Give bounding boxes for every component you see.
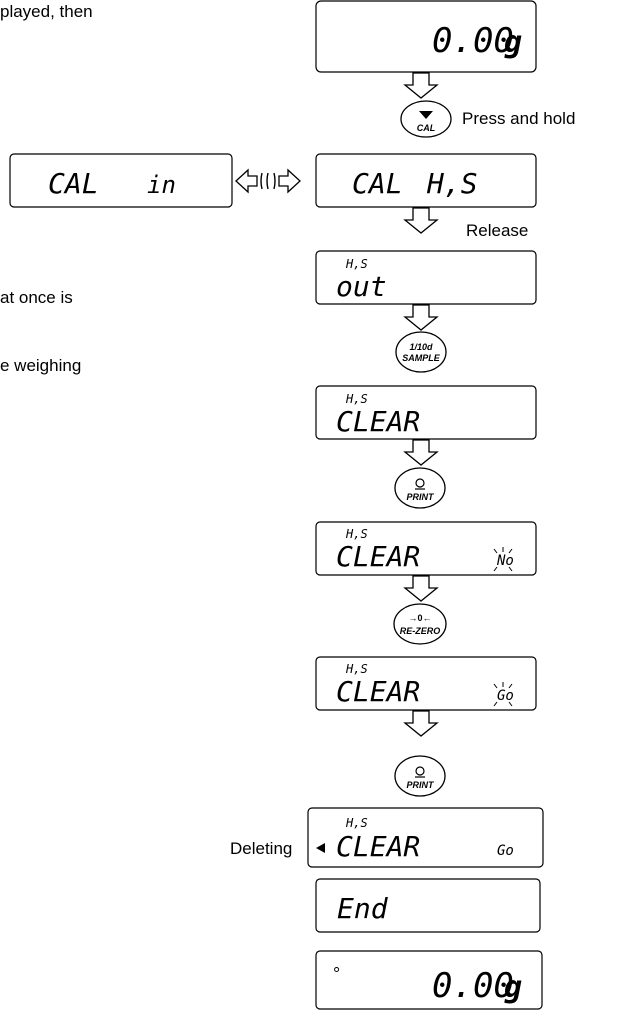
display-clear-no: H,S CLEAR No xyxy=(315,521,537,576)
blink-rays-icon xyxy=(493,682,513,707)
display-clear: H,S CLEAR xyxy=(315,385,537,440)
display-final-unit: g xyxy=(504,970,522,1005)
display-deleting-flag: Go xyxy=(497,843,514,859)
display-clear-no-flag: No xyxy=(496,553,514,569)
cal-button[interactable]: CAL xyxy=(400,100,452,138)
sample-button-line1: 1/10d xyxy=(409,342,433,352)
deleting-label: Deleting xyxy=(230,839,292,858)
display-out: H,S out xyxy=(315,250,537,305)
display-cal-in-right: in xyxy=(147,171,176,199)
text-fragment-top: played, then xyxy=(0,2,93,21)
down-arrow-icon xyxy=(403,575,439,602)
zero-arrows-icon: →0← xyxy=(408,613,431,623)
display-final: ° 0.00 g xyxy=(315,950,543,1010)
display-deleting-small: H,S xyxy=(345,816,368,830)
sample-button-line2: SAMPLE xyxy=(402,353,441,363)
display-clear-no-small: H,S xyxy=(345,527,368,541)
display-clear-go-main: CLEAR xyxy=(336,675,420,708)
print-button-2-label: PRINT xyxy=(407,780,436,790)
display-out-main: out xyxy=(336,270,387,303)
print-button-2[interactable]: PRINT xyxy=(394,755,446,797)
cal-button-label: CAL xyxy=(417,123,436,133)
release-label: Release xyxy=(466,221,528,240)
rezero-button[interactable]: →0← RE-ZERO xyxy=(393,603,447,645)
text-fragment-mid2: e weighing xyxy=(0,356,81,375)
display-out-small: H,S xyxy=(345,257,368,271)
print-button-label: PRINT xyxy=(407,492,436,502)
display-cal-his-right: H,S xyxy=(426,167,478,200)
display-final-value: 0.00 xyxy=(432,966,514,1006)
blink-marks-icon xyxy=(260,172,276,190)
triangle-left-indicator-icon xyxy=(316,843,325,853)
display-clear-go: H,S CLEAR Go xyxy=(315,656,537,711)
display-main-value: 0.00 xyxy=(432,21,514,61)
print-button[interactable]: PRINT xyxy=(394,467,446,509)
text-fragment-mid1: at once is xyxy=(0,288,73,307)
display-deleting-main: CLEAR xyxy=(336,830,420,863)
press-and-hold-label: Press and hold xyxy=(462,109,575,128)
down-arrow-icon xyxy=(403,710,439,737)
svg-text:→0←: →0← xyxy=(408,613,431,623)
down-arrow-icon xyxy=(403,439,439,466)
display-clear-go-small: H,S xyxy=(345,662,368,676)
print-icon xyxy=(415,766,425,778)
display-clear-main: CLEAR xyxy=(336,405,420,438)
display-end-main: End xyxy=(337,892,389,925)
sample-button[interactable]: 1/10d SAMPLE xyxy=(395,331,447,373)
triangle-down-icon xyxy=(419,111,433,119)
display-zero: 0.00 g xyxy=(315,0,537,73)
blink-rays-icon xyxy=(493,547,513,572)
display-clear-no-main: CLEAR xyxy=(336,540,420,573)
right-arrow-icon xyxy=(278,168,301,194)
down-arrow-icon xyxy=(403,207,439,234)
display-clear-small: H,S xyxy=(345,392,368,406)
display-end: End xyxy=(315,878,541,933)
stable-indicator: ° xyxy=(333,964,340,984)
rezero-button-label: RE-ZERO xyxy=(400,626,441,636)
left-arrow-icon xyxy=(235,168,258,194)
print-icon xyxy=(415,478,425,490)
display-cal-his: CAL H,S xyxy=(315,153,537,208)
display-clear-go-flag: Go xyxy=(497,688,514,704)
display-unit: g xyxy=(504,25,522,60)
display-deleting: H,S CLEAR Go xyxy=(307,807,544,868)
display-cal-in-left: CAL xyxy=(48,167,99,200)
down-arrow-icon xyxy=(403,304,439,331)
display-cal-in: CAL in xyxy=(9,153,233,208)
down-arrow-icon xyxy=(403,72,439,99)
display-cal-his-left: CAL xyxy=(352,167,403,200)
